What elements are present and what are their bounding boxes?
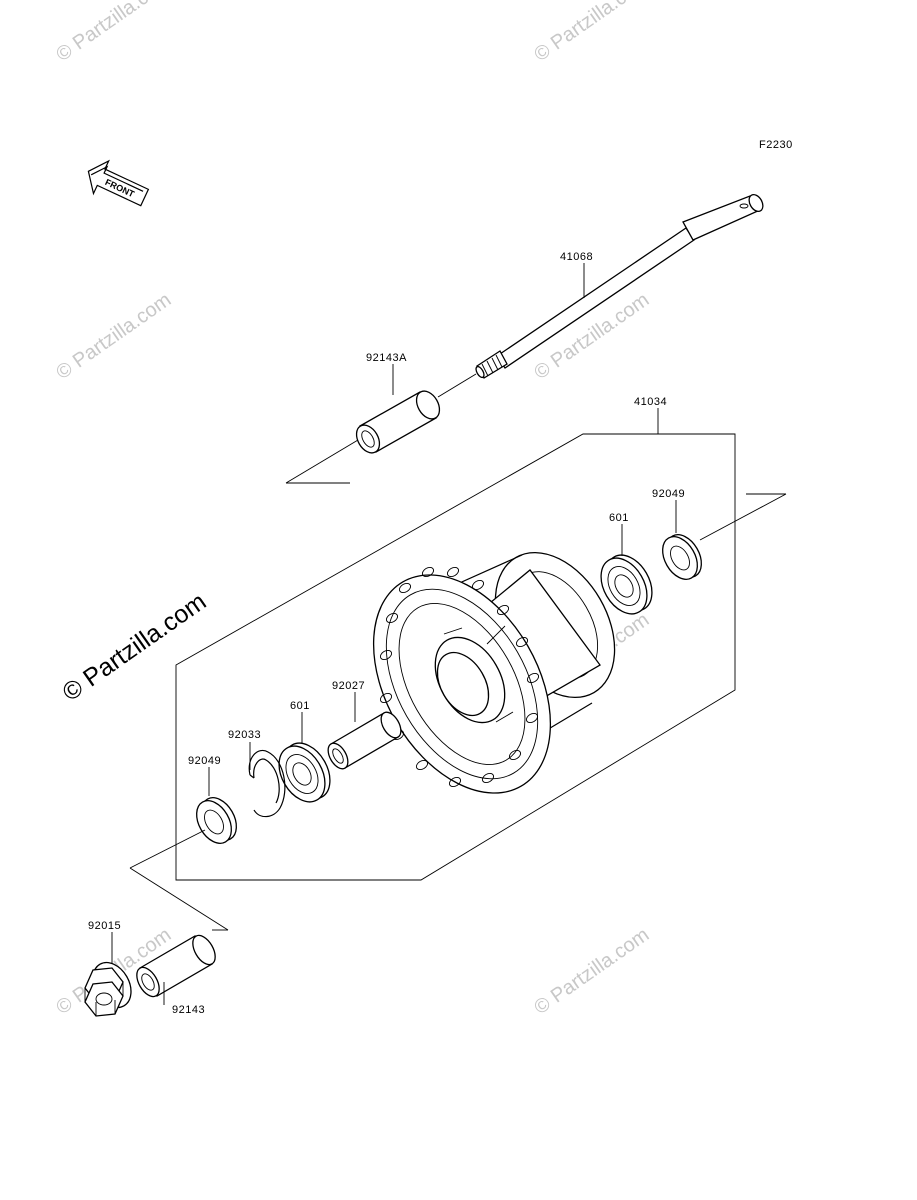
- label-collar-right: 92143A: [366, 352, 407, 364]
- label-nut: 92015: [88, 920, 121, 932]
- hub-assembly-box: [175, 433, 736, 881]
- watermark: © Partzilla.com: [530, 0, 653, 66]
- wheel-hub: [372, 551, 616, 794]
- oil-seal-right: [662, 534, 702, 580]
- collar-right: [355, 390, 441, 454]
- front-arrow-icon: FRONT: [87, 159, 150, 207]
- watermark: © Partzilla.com: [52, 0, 175, 66]
- bearing-right: [600, 554, 653, 615]
- oil-seal-left: [196, 797, 237, 844]
- spacer: [327, 711, 402, 770]
- bearing-left: [278, 742, 331, 803]
- label-spacer: 92027: [332, 680, 365, 692]
- axis-line: [129, 829, 206, 869]
- axis-line: [285, 439, 359, 484]
- label-bearing-right: 601: [609, 512, 629, 524]
- axis-line: [129, 867, 229, 931]
- label-hub: 41034: [634, 396, 667, 408]
- label-collar-left: 92143: [172, 1004, 205, 1016]
- collar-left: [136, 934, 216, 998]
- axle-nut: [84, 961, 132, 1017]
- watermark: © Partzilla.com: [530, 924, 653, 1019]
- axle: [437, 193, 764, 398]
- diagram-code: F2230: [759, 139, 793, 151]
- label-bearing-left: 601: [290, 700, 310, 712]
- axis-line: [699, 493, 787, 541]
- label-oil-seal-left: 92049: [188, 755, 221, 767]
- label-circlip: 92033: [228, 729, 261, 741]
- watermark-large: © Partzilla.com: [57, 587, 211, 707]
- label-axle: 41068: [560, 251, 593, 263]
- watermark: © Partzilla.com: [52, 289, 175, 384]
- circlip: [248, 749, 286, 818]
- label-oil-seal-right: 92049: [652, 488, 685, 500]
- watermark-layer: © Partzilla.com © Partzilla.com © Partzi…: [52, 0, 653, 1019]
